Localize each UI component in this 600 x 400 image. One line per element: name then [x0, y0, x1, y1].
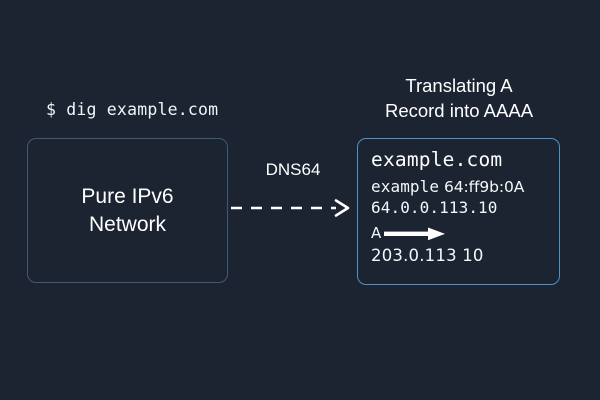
- record-label: example: [371, 177, 440, 196]
- record-stack: example.com example 64:ff9b:0A 64.0.0.11…: [371, 148, 551, 265]
- dns64-connector: DNS64: [228, 160, 358, 220]
- dig-command-caption: $ dig example.com: [46, 100, 219, 119]
- dashed-arrow-icon: [231, 199, 350, 217]
- source-node-pure-ipv6-network: Pure IPv6 Network: [27, 138, 228, 283]
- right-arrow-icon: [384, 227, 446, 240]
- record-original-address: 203.0.113 10: [371, 245, 484, 265]
- connector-label-dns64: DNS64: [265, 160, 321, 179]
- record-type-a: A: [371, 224, 382, 243]
- record-prefix: 64:ff9b:0A: [443, 178, 525, 196]
- source-node-label: Pure IPv6 Network: [81, 184, 174, 236]
- record-domain: example.com: [371, 148, 503, 171]
- target-node-dns-record: example.com example 64:ff9b:0A 64.0.0.11…: [357, 138, 560, 285]
- record-prefix-line: example 64:ff9b:0A: [371, 176, 551, 197]
- record-translated-address: 64.0.0.113.10: [371, 198, 498, 218]
- record-mapping-row: A: [371, 225, 551, 243]
- target-heading: Translating A Record into AAAA: [384, 75, 534, 121]
